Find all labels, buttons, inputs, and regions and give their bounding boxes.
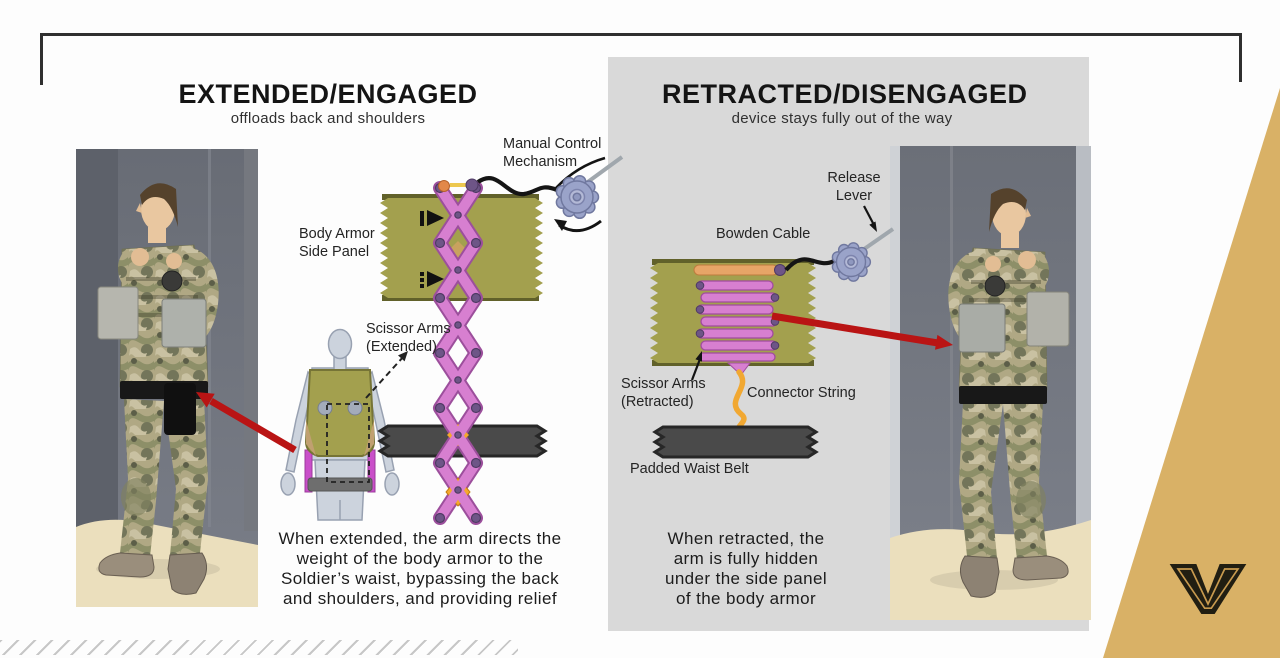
frame-left-tick <box>40 33 43 85</box>
body-silhouette <box>280 328 400 521</box>
frame-top-line <box>40 33 1242 36</box>
crossing-pointer-dotted <box>420 271 444 288</box>
label-bowden-cable: Bowden Cable <box>716 226 811 242</box>
label-padded-waist-belt: Padded Waist Belt <box>630 461 749 477</box>
extended-caption: When extended, the arm directs the weigh… <box>278 529 562 608</box>
highlight-dashed-box <box>326 403 370 483</box>
soldier-photo-extended <box>76 149 258 607</box>
label-release-lever: Release Lever <box>827 170 881 204</box>
frame-right-tick <box>1239 33 1242 82</box>
dashed-pointer-arrow <box>365 351 408 399</box>
label-scissor-arms-extended: Scissor Arms (Extended) <box>366 321 451 355</box>
crossing-pointer-solid <box>420 210 444 226</box>
retracted-caption: When retracted, the arm is fully hidden … <box>664 529 828 608</box>
logo-letter-text: V <box>0 0 1 1</box>
soldier-figure-right <box>948 188 1070 598</box>
vanderbilt-v-logo <box>1169 564 1247 614</box>
side-panel-extended <box>380 194 543 301</box>
label-connector-string: Connector String <box>747 385 856 401</box>
label-body-armor-side-panel: Body Armor Side Panel <box>299 226 375 260</box>
retracted-title: RETRACTED/DISENGAGED <box>662 79 1028 109</box>
label-manual-control: Manual Control Mechanism <box>503 136 602 170</box>
control-gear-icon <box>555 174 600 220</box>
extended-subtitle: offloads back and shoulders <box>230 110 426 127</box>
label-scissor-arms-retracted: Scissor Arms (Retracted) <box>621 376 706 410</box>
soldier-figure-left <box>97 183 219 595</box>
hatch-decoration <box>0 640 518 655</box>
retracted-subtitle: device stays fully out of the way <box>731 110 953 127</box>
extended-title: EXTENDED/ENGAGED <box>178 79 478 109</box>
soldier-photo-retracted <box>890 146 1091 620</box>
waist-belt-extended <box>377 424 548 458</box>
